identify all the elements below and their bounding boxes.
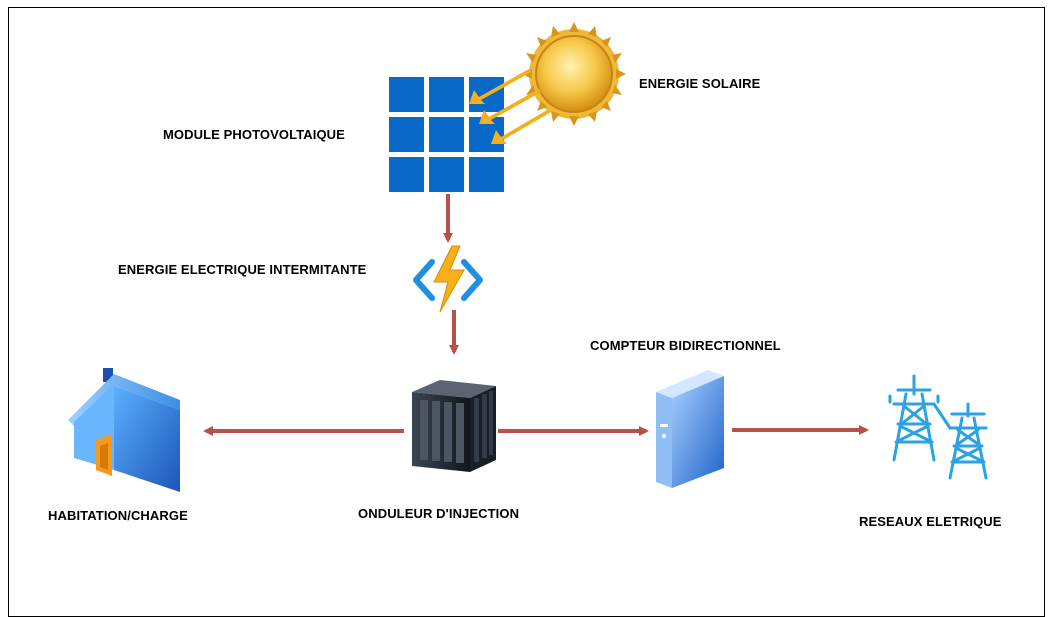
house-icon — [68, 368, 180, 492]
label-grid: RESEAUX ELETRIQUE — [859, 514, 1002, 529]
label-intermittent-energy: ENERGIE ELECTRIQUE INTERMITANTE — [118, 262, 367, 277]
pylon-icon — [888, 374, 988, 480]
sun-icon — [522, 22, 626, 126]
label-pv-module: MODULE PHOTOVOLTAIQUE — [163, 127, 345, 142]
meter-icon — [656, 370, 724, 488]
inverter-icon — [412, 380, 496, 472]
label-home: HABITATION/CHARGE — [48, 508, 188, 523]
diagram-canvas — [68, 22, 988, 492]
solar-panel-icon — [389, 77, 504, 192]
label-solar-energy: ENERGIE SOLAIRE — [639, 76, 761, 91]
lightning-icon — [413, 245, 483, 313]
label-meter: COMPTEUR BIDIRECTIONNEL — [590, 338, 781, 353]
label-inverter: ONDULEUR D'INJECTION — [358, 506, 520, 521]
sun-ray-arrows-overlay — [469, 69, 551, 144]
